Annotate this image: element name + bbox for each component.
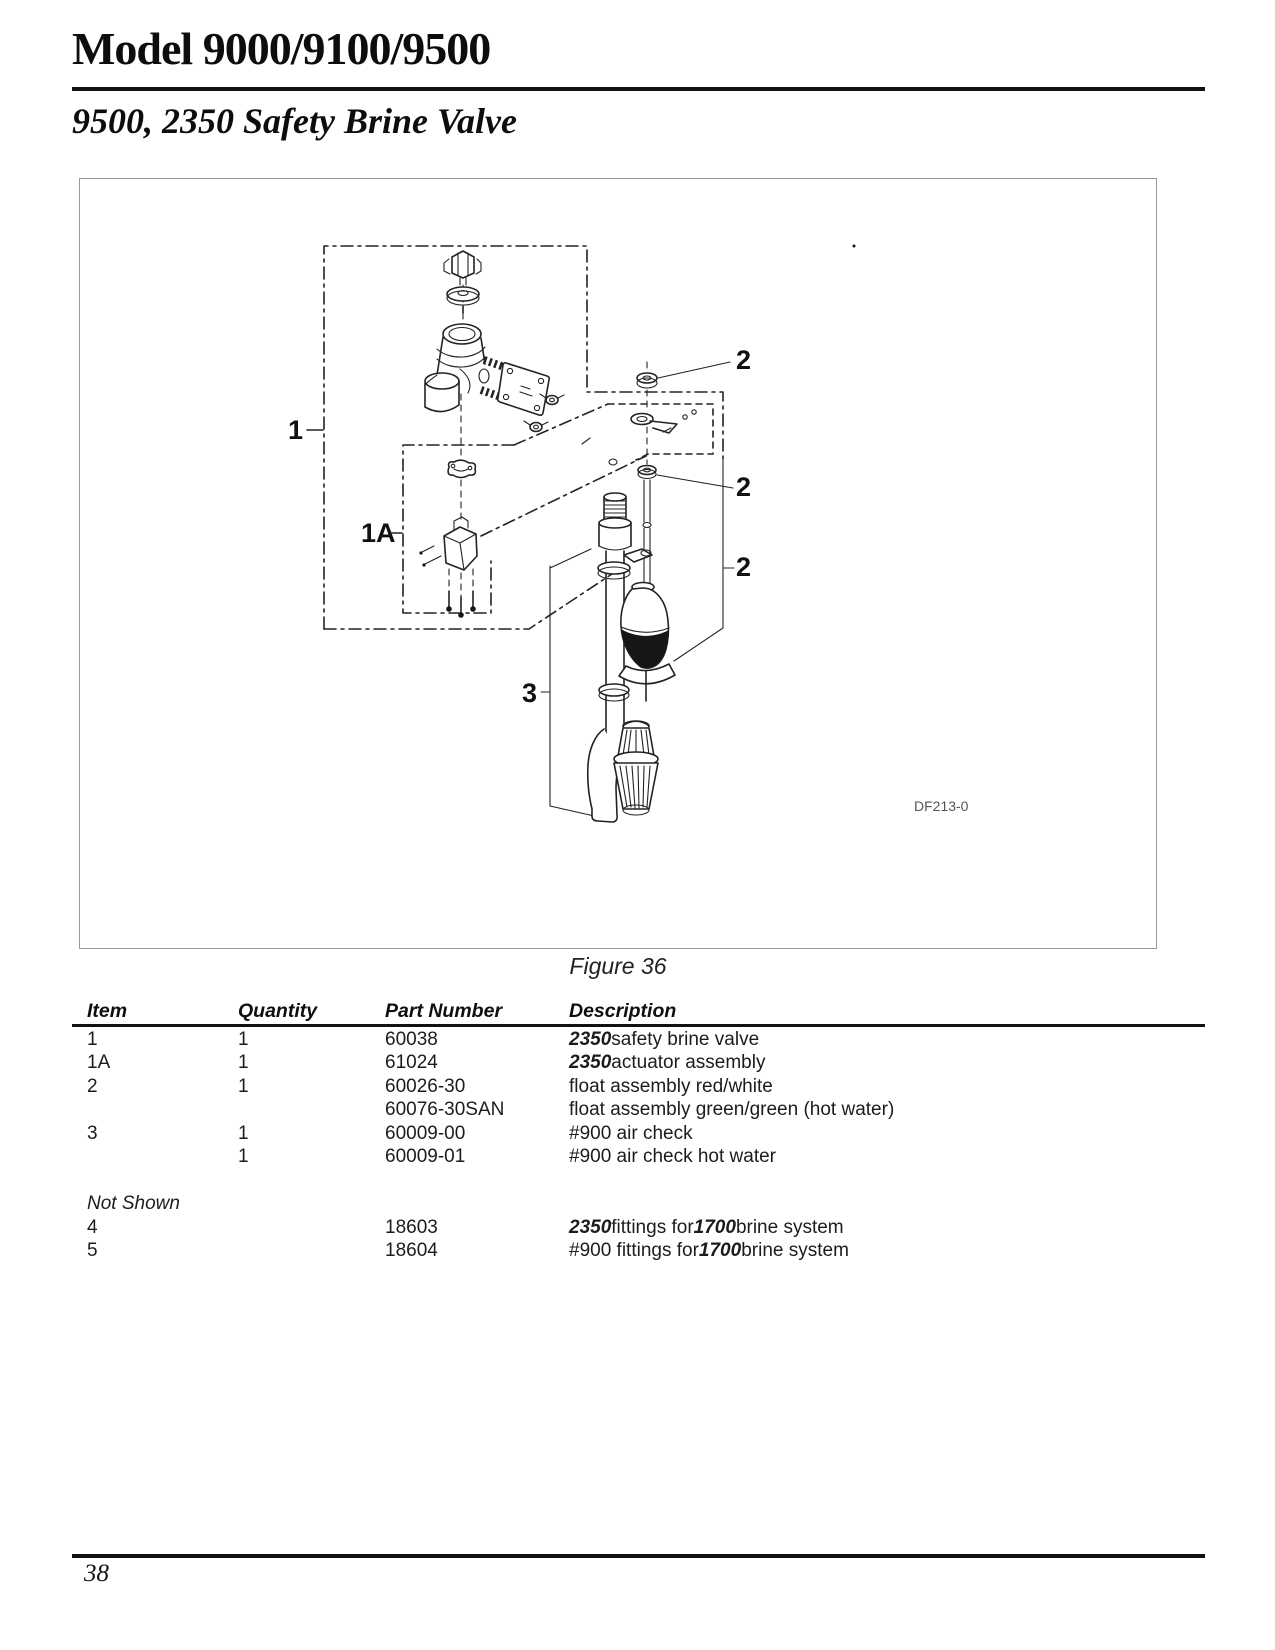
gasket-part [447,459,477,479]
table-header-rule [72,1024,1205,1027]
float-body [620,581,670,669]
tiny-pin [581,437,591,445]
washer-part [446,286,480,314]
table-header-row: Item Quantity Part Number Description [72,1000,1205,1023]
float-rod-nut-top [636,361,658,411]
page-title: Model 9000/9100/9500 [72,23,491,74]
figure-caption: Figure 36 [569,953,667,979]
page-number: 38 [84,1560,109,1587]
header-description: Description [569,1000,677,1022]
stray-dot [852,244,856,248]
float-rod [642,479,652,585]
parts-table: Item Quantity Part Number Description Not S… [72,1000,1205,1300]
callout-1a-label: 1A [361,518,396,548]
callout-2a-leader [657,361,731,379]
callout-2b-label: 2 [736,472,751,502]
hook-box-outline [607,403,714,461]
header-quantity: Quantity [238,1000,318,1022]
region-1-outline [323,245,724,630]
diagonal-guide-a [513,403,609,446]
callout-3-label: 3 [522,678,537,708]
actuator-body [419,516,478,571]
callout-3-bracket [540,548,604,819]
title-rule [72,87,1205,91]
tiny-washer [608,458,618,466]
clip-part [443,250,482,286]
header-item: Item [87,1000,128,1022]
air-check-top [598,492,632,551]
small-pin [424,555,442,565]
float-band [621,629,669,669]
actuator-screws [446,568,476,618]
diagonal-guide-b [480,455,647,537]
section-title: 9500, 2350 Safety Brine Valve [72,101,517,141]
float-rod-nut-mid [637,464,657,480]
callout-2c-bracket [673,459,735,662]
callout-2c-label: 2 [736,552,751,582]
region-1-bottom-outline [323,567,622,630]
float-bracket [618,663,676,685]
mounting-plate [496,361,551,417]
rod-clamp [623,548,653,563]
air-check-strainer [586,720,659,823]
not-shown-label: Not Shown [87,1193,180,1214]
float-rod-hook [630,409,697,434]
screw-spring-1 [482,356,506,371]
callout-1-label: 1 [288,415,303,445]
region-1a-outline [402,444,515,614]
wing-nut-1 [539,393,565,406]
callout-2a-label: 2 [736,345,751,375]
header-part-number: Part Number [385,1000,503,1022]
exploded-view-drawing: 1 1A 2 2 2 3 [288,244,969,823]
wing-nut-2 [523,420,549,433]
figure-36-diagram: 1 1A 2 2 2 3 [79,178,1157,949]
callout-2b-leader [656,474,734,489]
footer-rule [72,1554,1205,1558]
elbow-fitting [586,728,623,823]
drawing-code: DF213-0 [914,798,969,814]
